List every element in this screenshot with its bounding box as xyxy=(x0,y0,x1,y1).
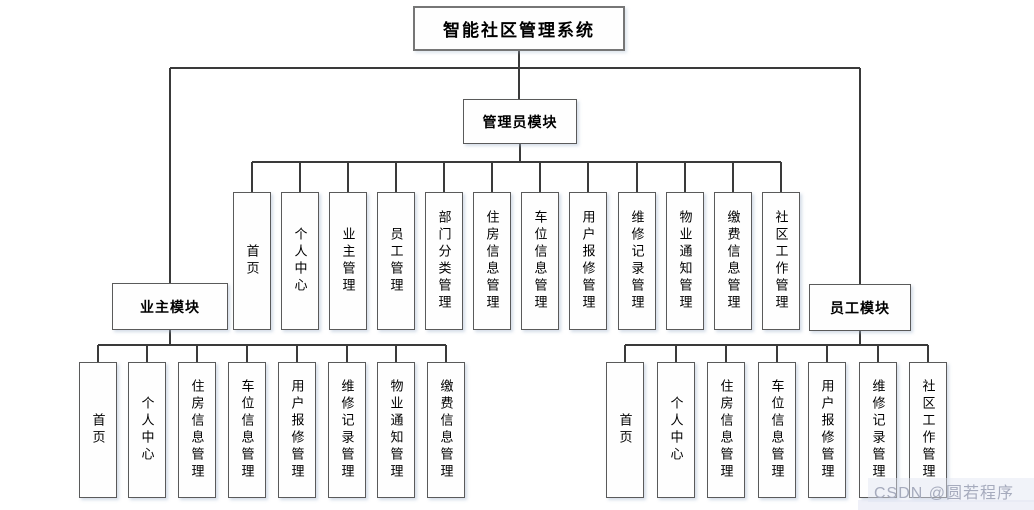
owner-child-label: 车位信息管理 xyxy=(239,379,255,481)
node-staff-module: 员工模块 xyxy=(809,284,911,331)
owner-child-label: 维修记录管理 xyxy=(339,379,355,481)
staff-child-label: 维修记录管理 xyxy=(870,379,886,481)
staff-child-label: 住房信息管理 xyxy=(718,379,734,481)
admin-child-label: 物业通知管理 xyxy=(677,210,693,312)
owner-child-label: 个人中心 xyxy=(139,396,155,464)
staff-child-label: 个人中心 xyxy=(668,396,684,464)
node-owner-property-notice-mgmt: 物业通知管理 xyxy=(377,362,415,498)
node-admin-module: 管理员模块 xyxy=(463,99,577,144)
node-staff-personal-center: 个人中心 xyxy=(657,362,695,498)
watermark-background-strip xyxy=(858,500,1034,510)
node-admin-housing-info-mgmt: 住房信息管理 xyxy=(473,192,511,330)
admin-child-label: 首页 xyxy=(244,244,260,278)
node-admin-user-repair-mgmt: 用户报修管理 xyxy=(569,192,607,330)
node-admin-dept-category-mgmt: 部门分类管理 xyxy=(425,192,463,330)
owner-child-label: 首页 xyxy=(90,413,106,447)
node-root: 智能社区管理系统 xyxy=(413,6,625,51)
admin-child-label: 部门分类管理 xyxy=(436,210,452,312)
owner-child-label: 缴费信息管理 xyxy=(438,379,454,481)
node-owner-module: 业主模块 xyxy=(112,283,228,330)
node-owner-user-repair-mgmt: 用户报修管理 xyxy=(278,362,316,498)
admin-child-label: 车位信息管理 xyxy=(532,210,548,312)
node-staff-user-repair-mgmt: 用户报修管理 xyxy=(808,362,846,498)
node-owner-home: 首页 xyxy=(79,362,117,498)
admin-child-label: 员工管理 xyxy=(388,227,404,295)
node-owner-personal-center: 个人中心 xyxy=(128,362,166,498)
root-label: 智能社区管理系统 xyxy=(443,21,595,40)
node-owner-parking-info-mgmt: 车位信息管理 xyxy=(228,362,266,498)
admin-child-label: 维修记录管理 xyxy=(629,210,645,312)
node-admin-community-work-mgmt: 社区工作管理 xyxy=(762,192,800,330)
staff-child-label: 用户报修管理 xyxy=(819,379,835,481)
node-admin-payment-info-mgmt: 缴费信息管理 xyxy=(714,192,752,330)
admin-child-label: 个人中心 xyxy=(292,227,308,295)
node-admin-property-notice-mgmt: 物业通知管理 xyxy=(666,192,704,330)
node-staff-home: 首页 xyxy=(606,362,644,498)
node-admin-staff-mgmt: 员工管理 xyxy=(377,192,415,330)
admin-child-label: 缴费信息管理 xyxy=(725,210,741,312)
watermark: CSDN @圆若程序 xyxy=(874,485,1015,502)
node-owner-housing-info-mgmt: 住房信息管理 xyxy=(178,362,216,498)
admin-child-label: 用户报修管理 xyxy=(580,210,596,312)
owner-module-label: 业主模块 xyxy=(140,298,200,315)
node-admin-parking-info-mgmt: 车位信息管理 xyxy=(521,192,559,330)
node-admin-home: 首页 xyxy=(233,192,271,330)
admin-child-label: 住房信息管理 xyxy=(484,210,500,312)
staff-child-label: 车位信息管理 xyxy=(769,379,785,481)
node-owner-payment-info-mgmt: 缴费信息管理 xyxy=(427,362,465,498)
node-admin-owner-mgmt: 业主管理 xyxy=(329,192,367,330)
node-staff-repair-record-mgmt: 维修记录管理 xyxy=(859,362,897,498)
owner-child-label: 用户报修管理 xyxy=(289,379,305,481)
watermark-background xyxy=(868,478,1034,502)
owner-child-label: 物业通知管理 xyxy=(388,379,404,481)
node-staff-housing-info-mgmt: 住房信息管理 xyxy=(707,362,745,498)
staff-child-label: 社区工作管理 xyxy=(920,379,936,481)
admin-child-label: 社区工作管理 xyxy=(773,210,789,312)
node-staff-community-work-mgmt: 社区工作管理 xyxy=(909,362,947,498)
admin-child-label: 业主管理 xyxy=(340,227,356,295)
admin-module-label: 管理员模块 xyxy=(482,113,558,130)
node-admin-repair-record-mgmt: 维修记录管理 xyxy=(618,192,656,330)
staff-child-label: 首页 xyxy=(617,413,633,447)
staff-module-label: 员工模块 xyxy=(830,299,890,316)
node-staff-parking-info-mgmt: 车位信息管理 xyxy=(758,362,796,498)
node-owner-repair-record-mgmt: 维修记录管理 xyxy=(328,362,366,498)
node-admin-personal-center: 个人中心 xyxy=(281,192,319,330)
owner-child-label: 住房信息管理 xyxy=(189,379,205,481)
